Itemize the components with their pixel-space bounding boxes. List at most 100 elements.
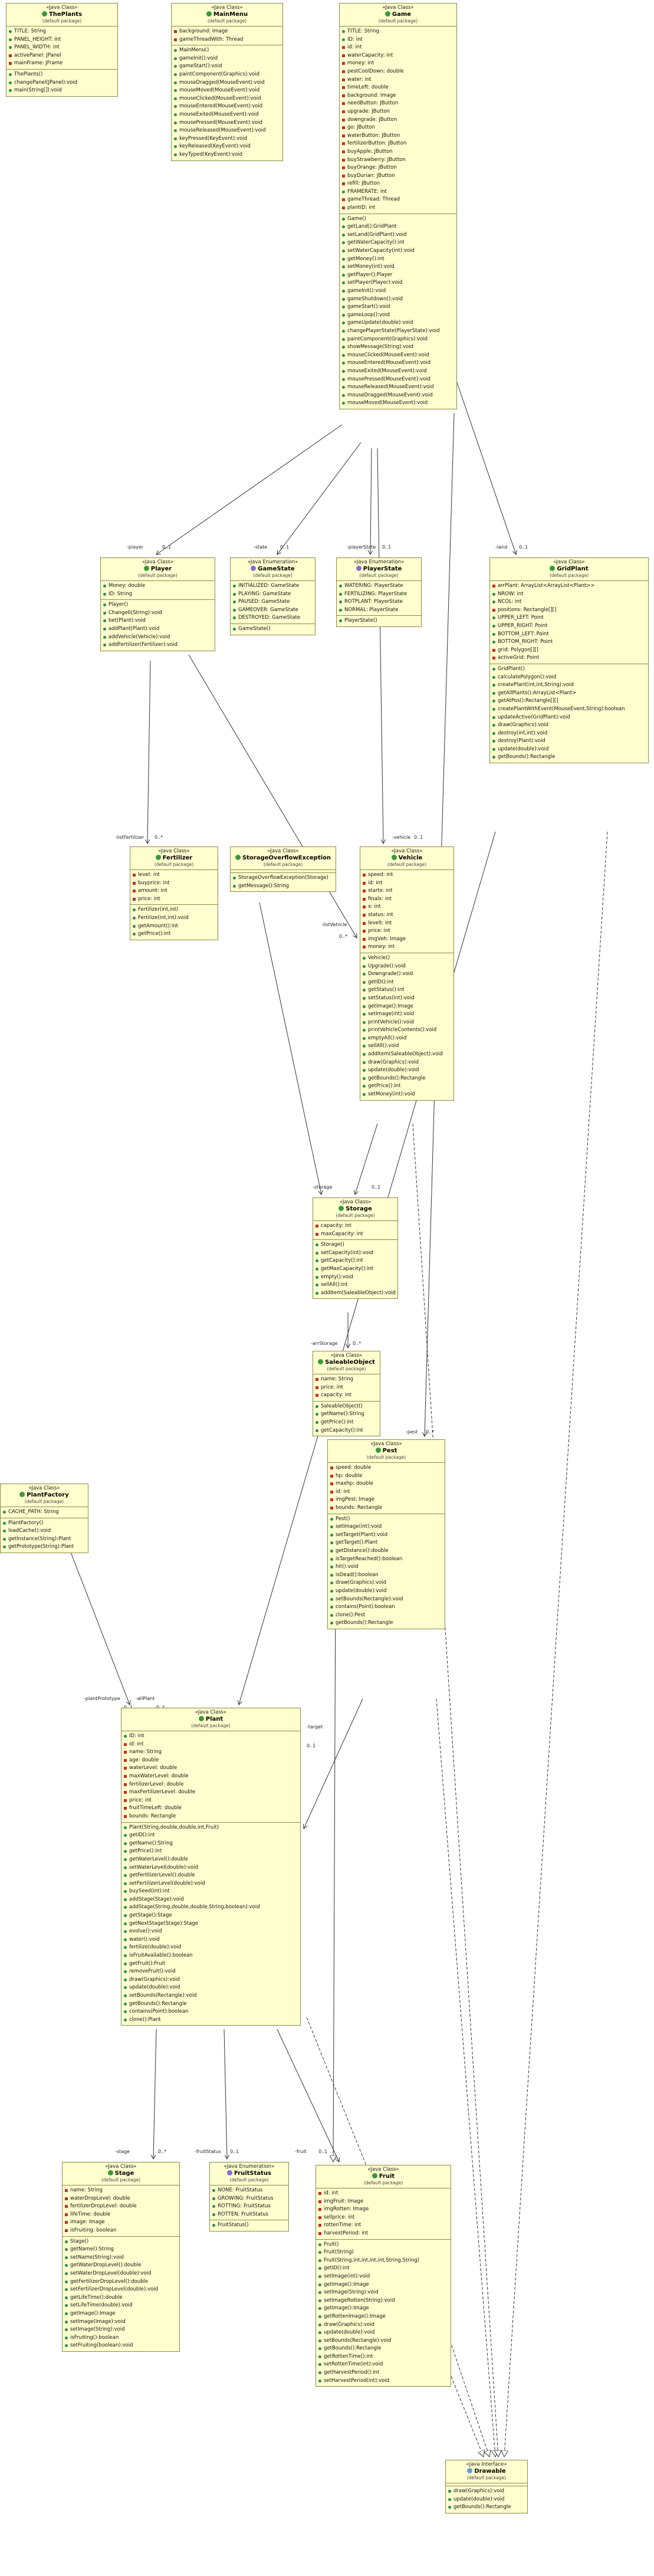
method-row[interactable]: getMaxCapacity():int: [313, 1265, 397, 1274]
field-row[interactable]: PANEL_WIDTH: int: [6, 44, 117, 52]
class-stage[interactable]: «Java Class»Stage(default package)name: …: [62, 2162, 180, 2352]
field-row[interactable]: id: int: [316, 2190, 451, 2198]
field-row[interactable]: isFruiting: boolean: [63, 2227, 179, 2235]
field-row[interactable]: money: int: [340, 60, 456, 68]
method-row[interactable]: getAtPos():Rectangle[][]: [490, 697, 648, 705]
field-row[interactable]: imgPest: Image: [328, 1496, 445, 1504]
method-row[interactable]: Fertilize(int,int):void: [130, 914, 218, 923]
method-row[interactable]: Vehicle(): [360, 954, 453, 963]
method-row[interactable]: getName():String: [121, 1840, 300, 1848]
field-row[interactable]: id: int: [360, 880, 453, 888]
field-row[interactable]: fertilizerButton: JButton: [340, 140, 456, 148]
field-row[interactable]: background: Image: [172, 28, 282, 36]
field-row[interactable]: imgRotten: Image: [316, 2206, 451, 2214]
method-row[interactable]: setBounds(Rectangle):void: [121, 1992, 300, 2000]
method-row[interactable]: getInstance(String):Plant: [1, 1535, 88, 1544]
field-row[interactable]: waterCapacity: int: [340, 52, 456, 60]
method-row[interactable]: setImage(String):void: [316, 2289, 451, 2297]
field-row[interactable]: bounds: Rectangle: [121, 1813, 300, 1821]
method-row[interactable]: setImageRotten(String):void: [316, 2297, 451, 2305]
method-row[interactable]: getImage():Image: [316, 2305, 451, 2313]
field-row[interactable]: PAUSED: GameState: [231, 598, 315, 606]
method-row[interactable]: getBounds():Rectangle: [446, 2503, 527, 2512]
field-row[interactable]: activePanel: JPanel: [6, 52, 117, 60]
method-row[interactable]: getID():int: [121, 1832, 300, 1840]
field-row[interactable]: NROW: int: [490, 590, 648, 599]
field-row[interactable]: levelt: int: [360, 920, 453, 928]
field-row[interactable]: price: int: [121, 1797, 300, 1805]
method-row[interactable]: setImage(Image):void: [63, 2318, 179, 2326]
method-row[interactable]: update(double):void: [360, 1067, 453, 1075]
method-row[interactable]: Game(): [340, 215, 456, 224]
method-row[interactable]: update(double):void: [490, 746, 648, 754]
method-row[interactable]: addVehicle(Vehicle):void: [101, 634, 215, 642]
method-row[interactable]: setWaterDropLevel(double):void: [63, 2270, 179, 2278]
method-row[interactable]: mouseReleased(MouseEvent):void: [340, 383, 456, 392]
method-row[interactable]: getBounds():Rectangle: [490, 753, 648, 762]
method-row[interactable]: mouseExited(MouseEvent):void: [172, 111, 282, 119]
field-row[interactable]: NONE: FruitStatus: [210, 2187, 288, 2195]
method-row[interactable]: addItem(SaleableObject):void: [313, 1289, 397, 1298]
method-row[interactable]: getDistance():double: [328, 1547, 445, 1556]
method-row[interactable]: Fruit(): [316, 2241, 451, 2249]
method-row[interactable]: Plant(String,double,double,int,Fruit): [121, 1824, 300, 1832]
method-row[interactable]: setStatus(int):void: [360, 995, 453, 1003]
method-row[interactable]: showMessage(String):void: [340, 343, 456, 352]
method-row[interactable]: printVehicleContents():void: [360, 1026, 453, 1035]
method-row[interactable]: PlayerState(): [337, 617, 421, 625]
method-row[interactable]: setMoney(int):void: [340, 263, 456, 271]
method-row[interactable]: update(double):void: [121, 1984, 300, 1992]
field-row[interactable]: buyApple: JButton: [340, 148, 456, 156]
method-row[interactable]: getName():String: [313, 1410, 380, 1419]
field-row[interactable]: BOTTOM_LEFT: Point: [490, 631, 648, 639]
method-row[interactable]: mouseEntered(MouseEvent):void: [340, 359, 456, 367]
method-row[interactable]: loadCache():void: [1, 1527, 88, 1535]
method-row[interactable]: Change0(String):void: [101, 609, 215, 618]
method-row[interactable]: setHarvestPeriod(int):void: [316, 2377, 451, 2385]
field-row[interactable]: refill: JButton: [340, 180, 456, 188]
method-row[interactable]: GridPlant(): [490, 665, 648, 674]
method-row[interactable]: getBounds():Rectangle: [121, 2000, 300, 2009]
field-row[interactable]: maxWaterLevel: double: [121, 1773, 300, 1781]
method-row[interactable]: getPlayer():Player: [340, 271, 456, 280]
method-row[interactable]: getImage():Image: [360, 1003, 453, 1011]
field-row[interactable]: status: int: [360, 911, 453, 920]
method-row[interactable]: setMoney(int):void: [360, 1091, 453, 1099]
field-row[interactable]: positions: Rectangle[][]: [490, 606, 648, 615]
method-row[interactable]: fertilize(double):void: [121, 1944, 300, 1952]
class-game[interactable]: «Java Class»Game(default package)TITLE: …: [339, 3, 457, 409]
method-row[interactable]: mousePressed(MouseEvent):void: [172, 119, 282, 127]
class-mainmenu[interactable]: «Java Class»MainMenu(default package)bac…: [171, 3, 283, 161]
field-row[interactable]: ROTPLANT: PlayerState: [337, 598, 421, 606]
field-row[interactable]: hp: double: [328, 1472, 445, 1481]
method-row[interactable]: getRottenImage():Image: [316, 2313, 451, 2321]
method-row[interactable]: update(double):void: [316, 2329, 451, 2337]
field-row[interactable]: speed: double: [328, 1464, 445, 1472]
field-row[interactable]: downgrade: JButton: [340, 116, 456, 124]
method-row[interactable]: getBounds():Rectangle: [360, 1075, 453, 1083]
method-row[interactable]: setLand(GridPlant):void: [340, 231, 456, 239]
method-row[interactable]: getStatus():int: [360, 986, 453, 995]
field-row[interactable]: maxFertilizerLevel: double: [121, 1789, 300, 1797]
method-row[interactable]: mouseClicked(MouseEvent):void: [340, 352, 456, 360]
method-row[interactable]: gameInit():void: [172, 55, 282, 63]
field-row[interactable]: level: int: [130, 871, 218, 880]
field-row[interactable]: FERTILIZING: PlayerState: [337, 590, 421, 599]
method-row[interactable]: setLifeTime(double):void: [63, 2302, 179, 2310]
method-row[interactable]: water():void: [121, 1936, 300, 1944]
method-row[interactable]: clone():Plant: [121, 2016, 300, 2024]
field-row[interactable]: TITLE: String: [340, 28, 456, 36]
method-row[interactable]: getCapacity():int: [313, 1427, 380, 1435]
method-row[interactable]: paintComponent(Graphics):void: [340, 336, 456, 344]
method-row[interactable]: addItem(SaleableObject):void: [360, 1051, 453, 1059]
class-theplants[interactable]: «Java Class»ThePlants(default package)TI…: [6, 3, 118, 97]
method-row[interactable]: SaleableObject(): [313, 1403, 380, 1411]
field-row[interactable]: UPPER_LEFT: Point: [490, 614, 648, 622]
method-row[interactable]: setRottenTime(int):void: [316, 2361, 451, 2369]
method-row[interactable]: getAmount():int: [130, 923, 218, 931]
method-row[interactable]: Fruit(String): [316, 2249, 451, 2257]
field-row[interactable]: fruitTimeLeft: double: [121, 1804, 300, 1813]
method-row[interactable]: keyReleased(KeyEvent):void: [172, 143, 282, 151]
method-row[interactable]: getName():String: [63, 2246, 179, 2254]
field-row[interactable]: id: int: [121, 1741, 300, 1749]
